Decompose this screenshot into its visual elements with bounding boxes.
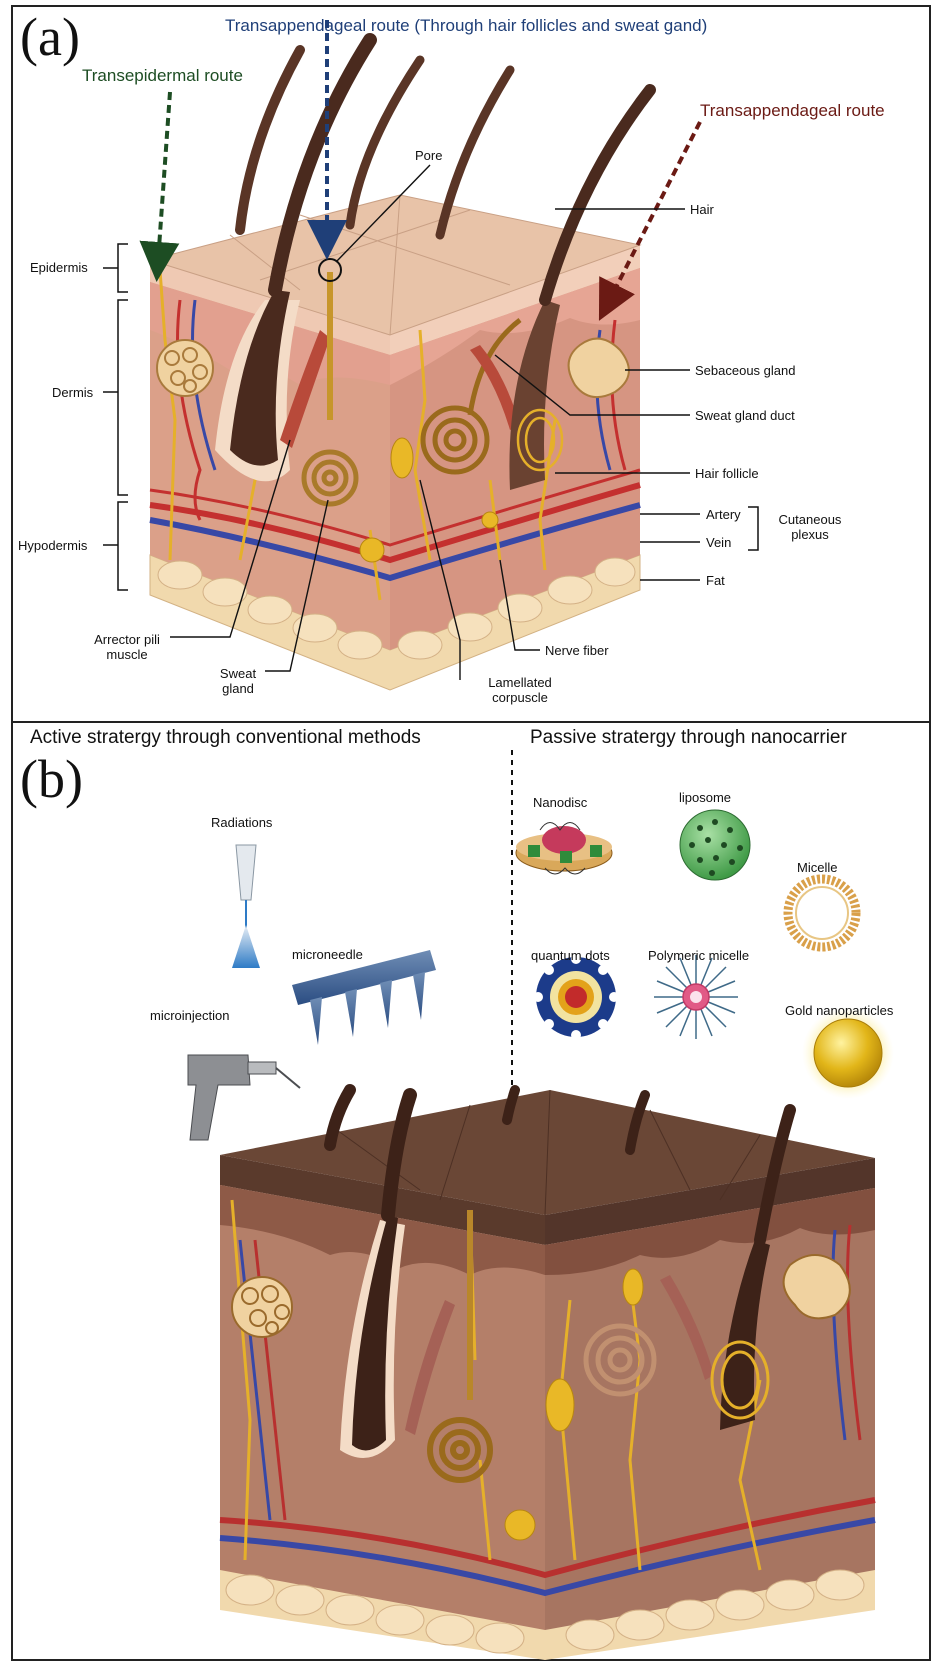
lamellated-corpuscle-label: Lamellated corpuscle bbox=[470, 675, 570, 705]
active-strategy-heading: Active stratergy through conventional me… bbox=[30, 727, 421, 749]
panel-a-letter: (a) bbox=[20, 10, 80, 64]
polymeric-micelle-label: Polymeric micelle bbox=[648, 948, 749, 963]
sweat-gland-duct-label: Sweat gland duct bbox=[695, 408, 795, 423]
microneedle-label: microneedle bbox=[292, 947, 363, 962]
polymeric-micelle-particle bbox=[654, 955, 738, 1039]
dermis-label: Dermis bbox=[52, 385, 93, 400]
nerve-fiber-label: Nerve fiber bbox=[545, 643, 609, 658]
quantum-dots-label: quantum dots bbox=[531, 948, 610, 963]
gold-nanoparticle bbox=[802, 1007, 894, 1099]
microneedle-device bbox=[292, 950, 436, 1045]
fat-label: Fat bbox=[706, 573, 725, 588]
artery-label: Artery bbox=[706, 507, 741, 522]
transepidermal-arrow bbox=[158, 92, 170, 262]
pore-label: Pore bbox=[415, 148, 442, 163]
micelle-particle bbox=[788, 879, 856, 947]
nanodisc-particle bbox=[516, 823, 612, 875]
transappendageal-full-route-label: Transappendageal route (Through hair fol… bbox=[225, 16, 707, 36]
radiation-device bbox=[232, 845, 260, 968]
passive-strategy-heading: Passive stratergy through nanocarrier bbox=[530, 727, 847, 749]
skin-block-b bbox=[220, 1090, 875, 1660]
micelle-label: Micelle bbox=[797, 860, 837, 875]
transappendageal-arrow bbox=[608, 122, 700, 303]
hair-follicle-label: Hair follicle bbox=[695, 466, 759, 481]
hypodermis-label: Hypodermis bbox=[18, 538, 87, 553]
liposome-label: liposome bbox=[679, 790, 731, 805]
hair-label: Hair bbox=[690, 202, 714, 217]
cutaneous-plexus-label: Cutaneous plexus bbox=[770, 512, 850, 542]
vein-label: Vein bbox=[706, 535, 731, 550]
arrector-pili-label: Arrector pili muscle bbox=[82, 632, 172, 662]
sweat-gland-label: Sweat gland bbox=[210, 666, 266, 696]
radiations-label: Radiations bbox=[211, 815, 272, 830]
transepidermal-route-label: Transepidermal route bbox=[82, 66, 243, 86]
epidermis-label: Epidermis bbox=[30, 260, 88, 275]
quantum-dot-particle bbox=[533, 954, 619, 1040]
liposome-particle bbox=[680, 810, 750, 880]
nanodisc-label: Nanodisc bbox=[533, 795, 587, 810]
microinjection-label: microinjection bbox=[150, 1008, 229, 1023]
gold-nanoparticles-label: Gold nanoparticles bbox=[785, 1003, 893, 1018]
microinjection-device bbox=[188, 1055, 300, 1140]
transappendageal-route-label: Transappendageal route bbox=[700, 101, 885, 121]
sebaceous-gland-label: Sebaceous gland bbox=[695, 363, 795, 378]
skin-block-a bbox=[150, 40, 650, 690]
panel-b-letter: (b) bbox=[20, 752, 83, 806]
